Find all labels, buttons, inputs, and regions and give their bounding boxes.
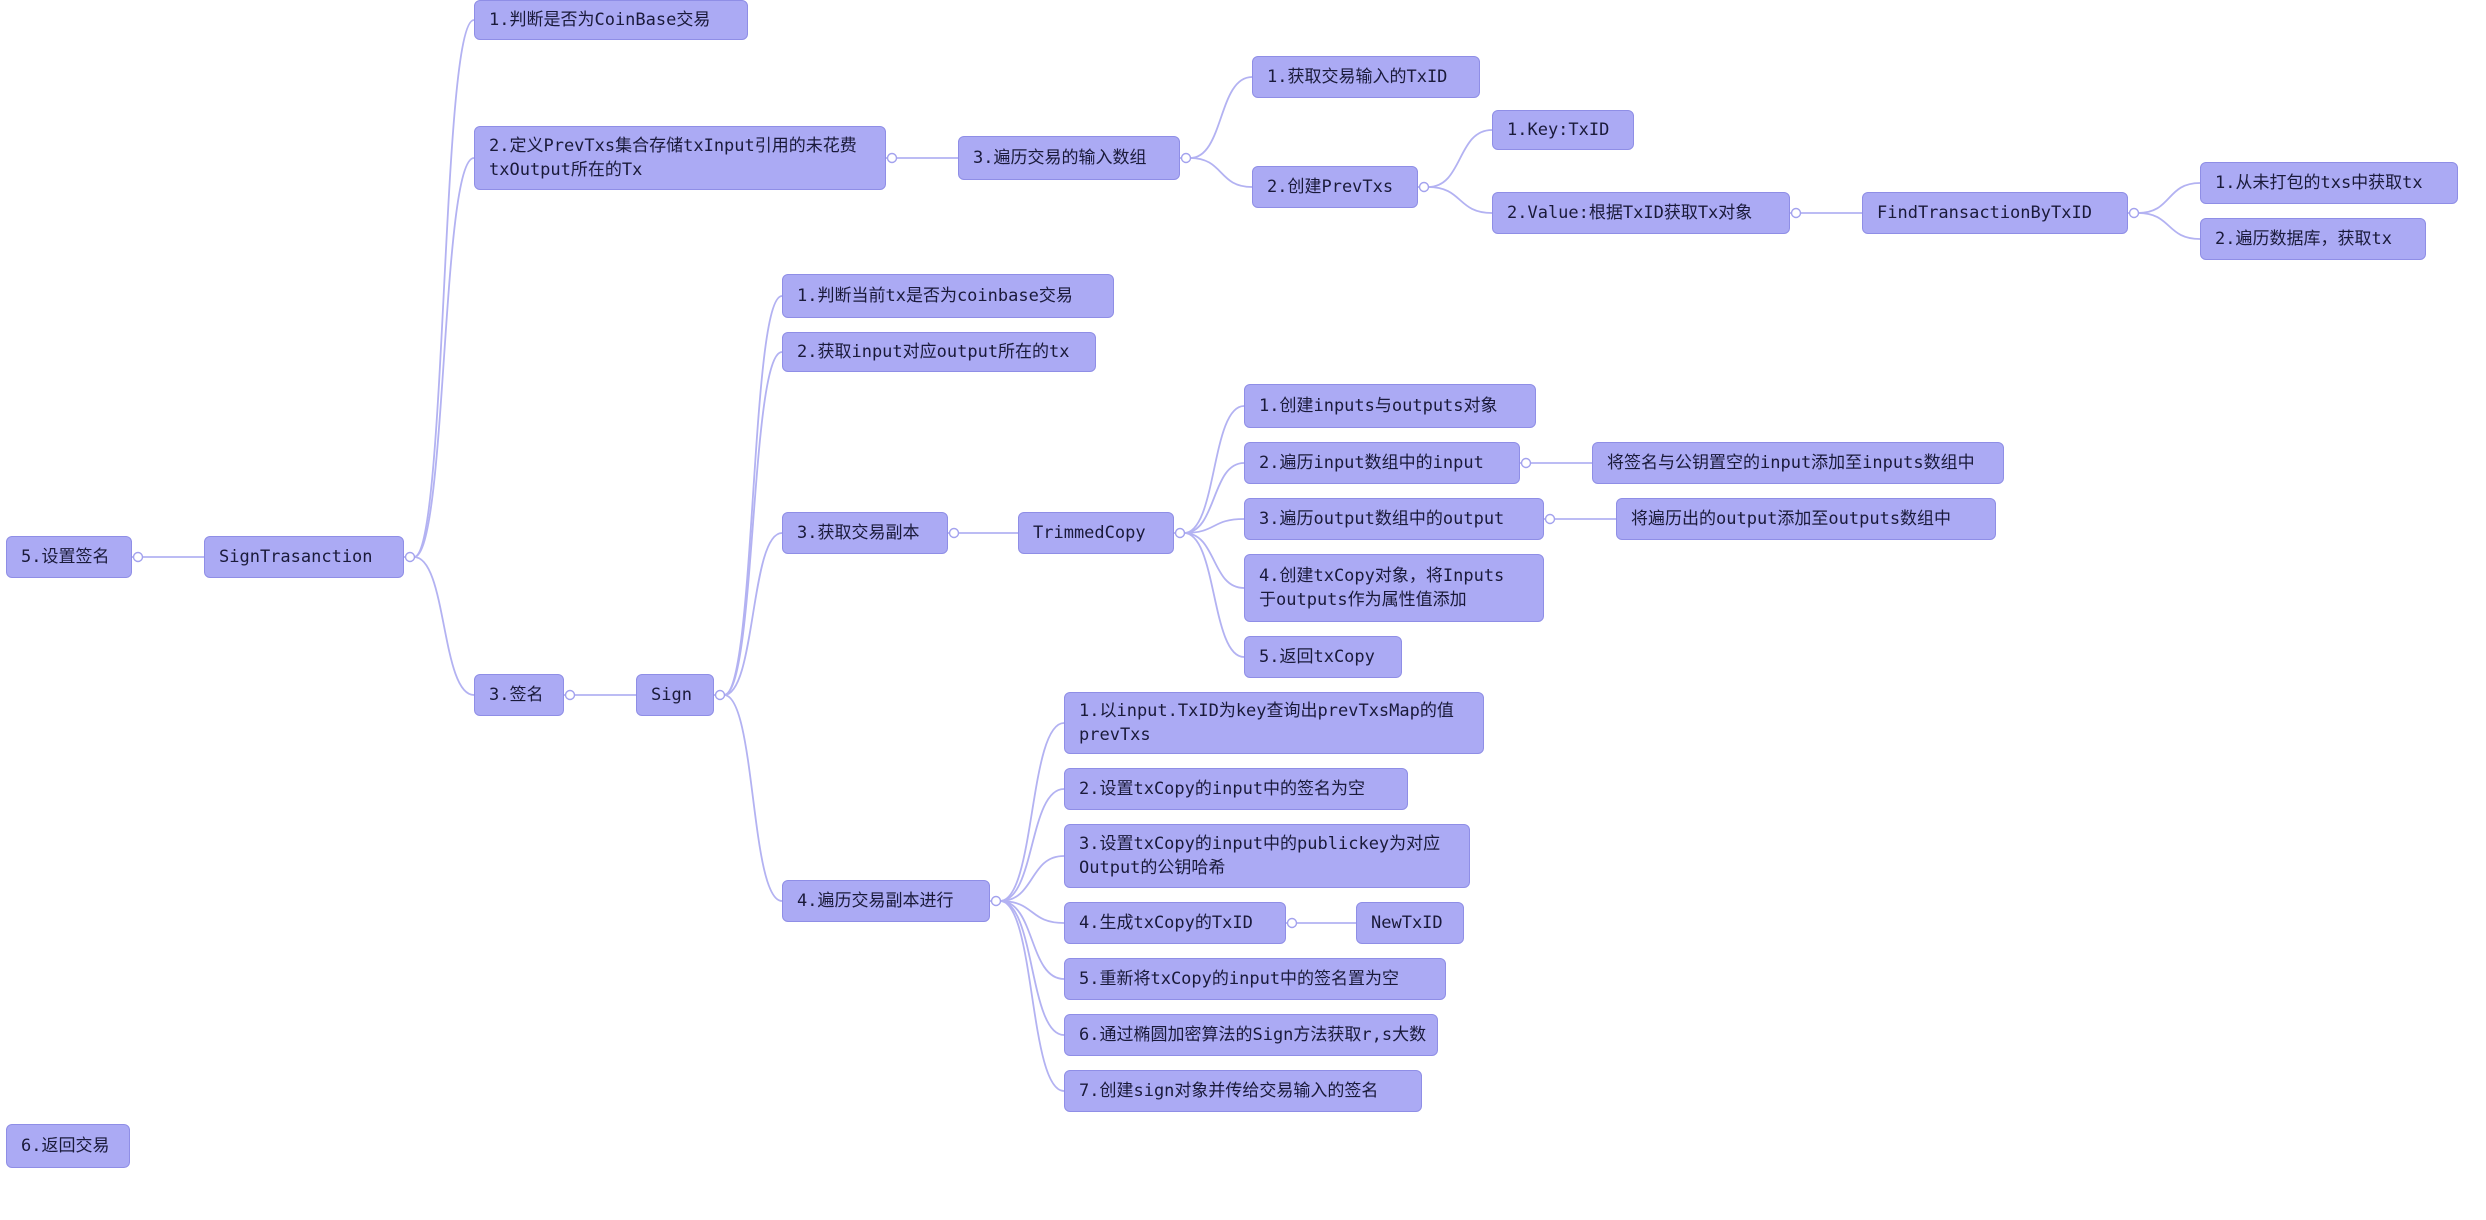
connector-sign-get_output_tx: [723, 351, 783, 696]
node-value-tx[interactable]: 2.Value:根据TxID获取Tx对象: [1492, 192, 1790, 234]
connector-sign_trasanction-define_prevtxs: [413, 157, 475, 558]
node-iterate-copy[interactable]: 4.遍历交易副本进行: [782, 880, 990, 922]
collapse-toggle-define_prevtxs: [886, 152, 898, 164]
connector-sign_trasanction-sign_step: [413, 556, 475, 696]
node-iterate-output-array[interactable]: 3.遍历output数组中的output: [1244, 498, 1544, 540]
node-return-transaction[interactable]: 6.返回交易: [6, 1124, 130, 1168]
connector-trimmed_copy-return_txcopy: [1183, 532, 1245, 658]
node-get-input-txid[interactable]: 1.获取交易输入的TxID: [1252, 56, 1480, 98]
node-set-publickey[interactable]: 3.设置txCopy的input中的publickey为对应 Output的公钥…: [1064, 824, 1470, 888]
node-iterate-input-array[interactable]: 2.遍历input数组中的input: [1244, 442, 1520, 484]
node-root-set-signature[interactable]: 5.设置签名: [6, 536, 132, 578]
node-sign-step[interactable]: 3.签名: [474, 674, 564, 716]
node-create-txcopy[interactable]: 4.创建txCopy对象，将Inputs 于outputs作为属性值添加: [1244, 554, 1544, 622]
connector-iterate_inputs-create_prevtxs: [1189, 157, 1253, 188]
collapse-toggle-root_sign: [132, 551, 144, 563]
connector-sign_trasanction-check_coinbase: [413, 19, 475, 558]
connector-iterate_inputs-get_input_txid: [1189, 76, 1253, 159]
collapse-toggle-sign_trasanction: [404, 551, 416, 563]
node-sign-trasanction[interactable]: SignTrasanction: [204, 536, 404, 578]
collapse-toggle-trimmed_copy: [1174, 527, 1186, 539]
connector-iterate_copy-ecdsa_sign: [999, 900, 1065, 1036]
node-iterate-inputs[interactable]: 3.遍历交易的输入数组: [958, 136, 1180, 180]
collapse-toggle-value_tx: [1790, 207, 1802, 219]
node-key-txid[interactable]: 1.Key:TxID: [1492, 110, 1634, 150]
node-define-prevtxs[interactable]: 2.定义PrevTxs集合存储txInput引用的未花费 txOutput所在的…: [474, 126, 886, 190]
node-find-transaction-by-txid[interactable]: FindTransactionByTxID: [1862, 192, 2128, 234]
node-from-unpacked-txs[interactable]: 1.从未打包的txs中获取tx: [2200, 162, 2458, 204]
node-query-prevtx[interactable]: 1.以input.TxID为key查询出prevTxsMap的值 prevTxs: [1064, 692, 1484, 754]
collapse-toggle-iterate_copy: [990, 895, 1002, 907]
node-create-prevtxs[interactable]: 2.创建PrevTxs: [1252, 166, 1418, 208]
connector-sign-check_current_coinbase: [723, 295, 783, 696]
node-trimmed-copy[interactable]: TrimmedCopy: [1018, 512, 1174, 554]
connector-sign-iterate_copy: [723, 694, 783, 902]
node-check-coinbase[interactable]: 1.判断是否为CoinBase交易: [474, 0, 748, 40]
connector-trimmed_copy-create_txcopy: [1183, 532, 1245, 589]
node-add-empty-input[interactable]: 将签名与公钥置空的input添加至inputs数组中: [1592, 442, 2004, 484]
node-reset-signature[interactable]: 5.重新将txCopy的input中的签名置为空: [1064, 958, 1446, 1000]
collapse-toggle-gen_txid: [1286, 917, 1298, 929]
connector-find_tx_by_id-from_unpacked: [2137, 182, 2201, 214]
collapse-toggle-sign: [714, 689, 726, 701]
node-add-output[interactable]: 将遍历出的output添加至outputs数组中: [1616, 498, 1996, 540]
connector-iterate_copy-reset_sig: [999, 900, 1065, 980]
connector-iterate_copy-query_prevtx: [999, 722, 1065, 902]
node-get-transaction-copy[interactable]: 3.获取交易副本: [782, 512, 948, 554]
connector-iterate_copy-gen_txid: [999, 900, 1065, 924]
collapse-toggle-iterate_inputs: [1180, 152, 1192, 164]
collapse-toggle-find_tx_by_id: [2128, 207, 2140, 219]
connector-sign-get_copy: [723, 532, 783, 696]
node-create-sign-object[interactable]: 7.创建sign对象并传给交易输入的签名: [1064, 1070, 1422, 1112]
collapse-toggle-sign_step: [564, 689, 576, 701]
node-set-signature-empty[interactable]: 2.设置txCopy的input中的签名为空: [1064, 768, 1408, 810]
node-sign[interactable]: Sign: [636, 674, 714, 716]
connector-trimmed_copy-iterate_input_arr: [1183, 462, 1245, 534]
node-new-txid[interactable]: NewTxID: [1356, 902, 1464, 944]
node-return-txcopy[interactable]: 5.返回txCopy: [1244, 636, 1402, 678]
node-get-output-tx[interactable]: 2.获取input对应output所在的tx: [782, 332, 1096, 372]
node-check-current-coinbase[interactable]: 1.判断当前tx是否为coinbase交易: [782, 274, 1114, 318]
connector-trimmed_copy-iterate_output_arr: [1183, 518, 1245, 534]
node-ecdsa-sign[interactable]: 6.通过椭圆加密算法的Sign方法获取r,s大数: [1064, 1014, 1438, 1056]
collapse-toggle-iterate_output_arr: [1544, 513, 1556, 525]
node-create-inputs-outputs[interactable]: 1.创建inputs与outputs对象: [1244, 384, 1536, 428]
node-iterate-database[interactable]: 2.遍历数据库，获取tx: [2200, 218, 2426, 260]
connector-find_tx_by_id-iterate_db: [2137, 212, 2201, 240]
connector-iterate_copy-set_sig_empty: [999, 788, 1065, 902]
connector-iterate_copy-set_pubkey: [999, 855, 1065, 902]
connector-trimmed_copy-create_io: [1183, 405, 1245, 534]
node-generate-txid[interactable]: 4.生成txCopy的TxID: [1064, 902, 1286, 944]
collapse-toggle-get_copy: [948, 527, 960, 539]
connector-iterate_copy-create_sign_obj: [999, 900, 1065, 1092]
collapse-toggle-iterate_input_arr: [1520, 457, 1532, 469]
collapse-toggle-create_prevtxs: [1418, 181, 1430, 193]
connector-create_prevtxs-value_tx: [1427, 186, 1493, 214]
connector-create_prevtxs-key_txid: [1427, 129, 1493, 188]
